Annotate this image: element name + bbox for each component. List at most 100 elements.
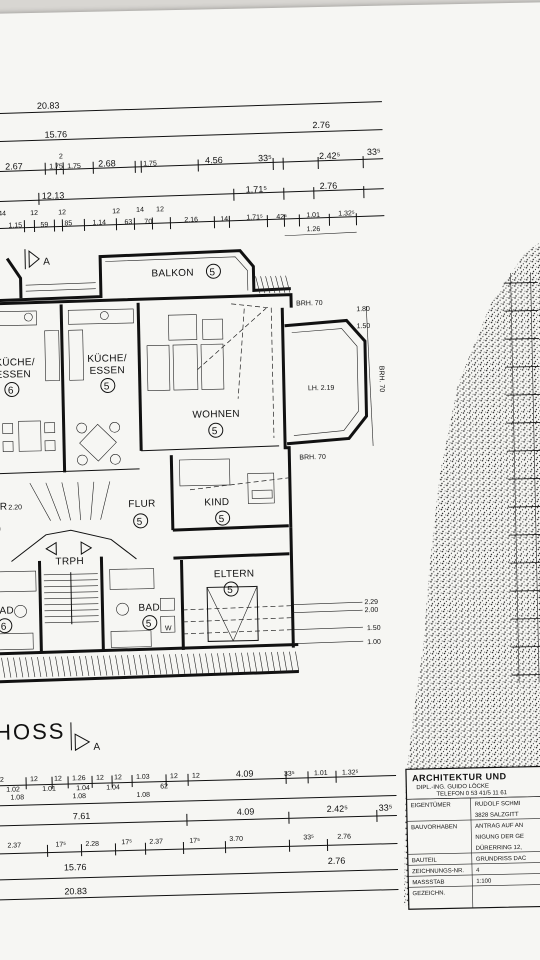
bdim-r1-9: 4.09 xyxy=(236,769,254,779)
room-kueche-left-2: ESSEN xyxy=(0,369,31,381)
room-trph: TRPH xyxy=(55,556,84,568)
bdim-r3-2: 2.42⁵ xyxy=(327,804,349,814)
dim-r3-3: 1.75 xyxy=(67,163,81,170)
dim-r5-9: 42⁵ xyxy=(276,214,287,221)
dim-r5-5: 70 xyxy=(144,219,152,226)
bdim-r4-3: 17⁵ xyxy=(121,839,132,846)
bdim-r3-3: 33⁵ xyxy=(379,803,393,813)
bdim-r1-0: 12 xyxy=(0,777,4,784)
dim-r5t-1: 12 xyxy=(30,210,38,217)
bdim-r2-1: 1.08 xyxy=(72,793,86,800)
title-block-firm-2: TELEFON 0 53 41/5 11 61 xyxy=(436,790,507,797)
rdim-2: 2.29 xyxy=(364,599,378,606)
room-kind: KIND xyxy=(204,497,229,509)
title-block-value-0: RUDOLF SCHMI xyxy=(475,801,521,808)
room-flur-left: UR xyxy=(0,502,8,513)
title-block-label-8: GEZEICHN. xyxy=(412,891,445,898)
room-kueche-right-num: 5 xyxy=(104,381,110,392)
room-brh-bottom: BRH. 70 xyxy=(299,454,326,462)
bdim-r1-8: 12 xyxy=(192,773,200,780)
bdim-r4-0: 2.37 xyxy=(7,842,21,849)
svg-text:A: A xyxy=(93,742,100,753)
furniture xyxy=(0,308,275,651)
bdim-r1b-2: 1.04 xyxy=(76,785,90,792)
room-lh: LH. 2.19 xyxy=(308,385,335,393)
title-block-firm-1: DIPL.-ING. GUIDO LÖCKE xyxy=(416,783,489,792)
dim-top-total: 20.83 xyxy=(37,100,60,110)
dim-r4-0: 12.13 xyxy=(42,190,65,200)
dim-r5-8: 1.71⁵ xyxy=(246,214,263,221)
room-flur-left-dim: 2.20 xyxy=(8,504,22,511)
title-block-value-4: DÜRERRING 12, xyxy=(476,844,523,852)
bdim-r4-1: 17⁵ xyxy=(55,841,66,848)
title-block-value-1: 3828 SALZGITT xyxy=(475,812,519,819)
title-block-value-6: 4 xyxy=(476,868,480,874)
rdim-5: 1.00 xyxy=(367,639,381,646)
dim-r3-7: 33⁵ xyxy=(258,153,272,163)
title-block-value-3: NIGUNG DER GE xyxy=(475,834,524,841)
bdim-r1-3: 1.26 xyxy=(72,775,86,782)
bdim-r1-1: 12 xyxy=(30,776,38,783)
bdim-r4-7: 33⁵ xyxy=(303,834,314,841)
rdim-3: 2.00 xyxy=(365,607,379,614)
bdim-r1-11: 1.01 xyxy=(314,770,328,777)
bdim-r1-2: 12 xyxy=(54,776,62,783)
dim-top-r2-0: 15.76 xyxy=(44,129,67,139)
bdim-r4-2: 2.28 xyxy=(85,841,99,848)
room-flur-right: FLUR xyxy=(128,499,156,511)
bdim-r1-6: 1.03 xyxy=(136,774,150,781)
title-block-label-2: BAUVORHABEN xyxy=(411,824,457,831)
bdim-r2-0: 1.08 xyxy=(10,794,24,801)
dim-r3-0: 2.67 xyxy=(5,161,23,171)
section-marker-top: A xyxy=(24,249,50,270)
bdim-r6-0: 20.83 xyxy=(64,886,87,896)
dim-r4-2: 2.76 xyxy=(320,181,338,191)
bdim-r2-2: 1.08 xyxy=(136,792,150,799)
rdim-0: 1.80 xyxy=(356,306,370,313)
dim-r3-6: 4.56 xyxy=(205,155,223,165)
room-wc: W xyxy=(165,625,172,632)
bdim-r1-7: 12 xyxy=(170,773,178,780)
room-brh-right: BRH. 70 xyxy=(377,366,385,393)
room-bad-left-num: 6 xyxy=(1,622,7,633)
bdim-r3-1: 4.09 xyxy=(237,807,255,817)
room-flur-right-num: 5 xyxy=(137,517,143,528)
top-dimension-lines: 20.83 15.76 2.76 2.67 1.75 2 1.75 2.68 1… xyxy=(0,100,385,237)
title-block: ARCHITEKTUR UND DIPL.-ING. GUIDO LÖCKE T… xyxy=(405,765,540,910)
dim-r3-4: 2.68 xyxy=(98,158,116,168)
dim-r3-9: 33⁵ xyxy=(367,147,381,157)
room-kueche-left-num: 6 xyxy=(8,385,14,396)
room-wohnen: WOHNEN xyxy=(192,409,240,421)
title-block-value-5: GRUNDRISS DAC xyxy=(476,856,527,863)
dim-r5t-5: 12 xyxy=(156,206,164,213)
bdim-r3-0: 7.61 xyxy=(73,811,91,821)
dim-r5-7: 14 xyxy=(220,216,228,223)
bdim-r1b-3: 1.04 xyxy=(106,784,120,791)
building-walls xyxy=(0,249,374,684)
room-bad-right: BAD xyxy=(138,602,160,613)
dim-r5t-4: 14 xyxy=(136,207,144,214)
title-block-label-5: BAUTEIL xyxy=(412,858,438,865)
room-wohnen-num: 5 xyxy=(212,426,218,437)
room-labels: BALKON 5 KÜCHE/ ESSEN 6 KÜCHE/ ESSEN 5 W… xyxy=(0,263,385,634)
room-kueche-left-1: KÜCHE/ xyxy=(0,356,35,369)
title-block-value-7: 1:100 xyxy=(476,879,492,885)
title-block-label-7: MASSSTAB xyxy=(412,880,444,887)
dim-r6-0: 1.26 xyxy=(307,226,321,233)
bdim-r1b-1: 1.01 xyxy=(42,786,56,793)
room-kueche-right-2: ESSEN xyxy=(89,365,125,377)
bdim-r1-10: 33⁵ xyxy=(284,771,295,778)
dim-r5-3: 1.14 xyxy=(92,219,106,226)
dim-r5-6: 2.16 xyxy=(184,217,198,224)
right-dimension-chain xyxy=(503,272,540,683)
title-block-label-0: EIGENTÜMER xyxy=(411,801,452,809)
svg-text:A: A xyxy=(43,257,50,268)
bdim-r1-5: 12 xyxy=(114,774,122,781)
bdim-r1b-4: 62 xyxy=(160,783,168,790)
bdim-r4-5: 17⁵ xyxy=(189,838,200,845)
dim-r3-2: 2 xyxy=(59,153,63,160)
dim-top-r2-1: 2.76 xyxy=(312,120,330,130)
